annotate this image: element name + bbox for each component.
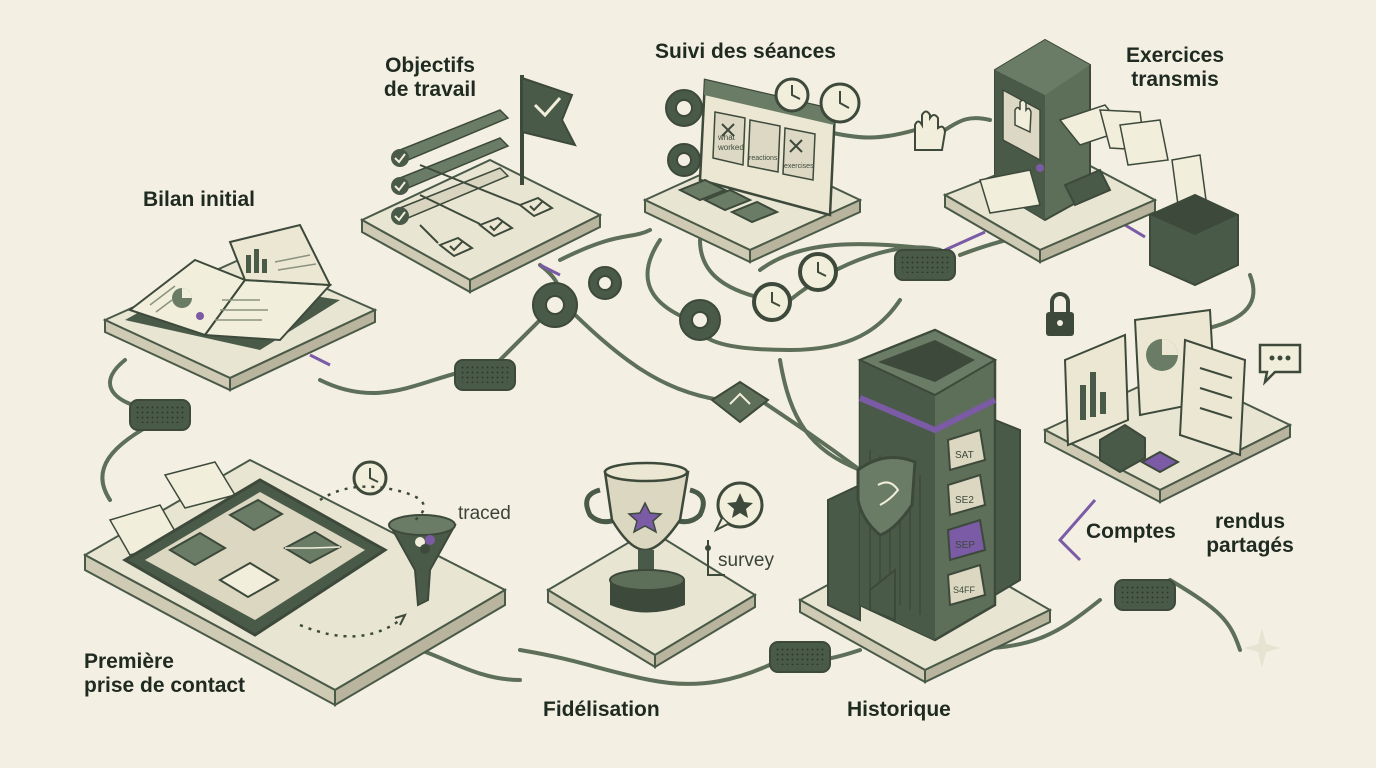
- label-line: Première: [84, 650, 174, 673]
- card-text: reactions: [749, 155, 778, 162]
- inbox-tray: [1149, 193, 1239, 287]
- label-rendus-partages: rendus partagés: [1190, 510, 1310, 558]
- label-line: rendus: [1214, 510, 1285, 533]
- sparkle-icon: [1244, 628, 1280, 668]
- module-blocks: [677, 178, 780, 224]
- book-icon: [125, 223, 340, 350]
- platform-objectifs: [359, 75, 603, 294]
- tower-slots: SAT SE2 SEP S4FF: [946, 428, 987, 607]
- label-suivi: Suivi des séances: [655, 40, 836, 63]
- progress-bars: [391, 109, 510, 225]
- checkbox-icon: [391, 177, 409, 195]
- label-exercices: Exercices transmis: [1105, 44, 1245, 92]
- label-premiere: Première prise de contact: [84, 650, 245, 698]
- hand-icon: [914, 110, 947, 151]
- label-line: Objectifs: [385, 54, 475, 77]
- label-historique: Historique: [847, 698, 951, 721]
- platform-historique: SAT SE2 SEP S4FF: [797, 328, 1053, 684]
- label-line: partagés: [1206, 534, 1294, 557]
- checkbox-icon: [391, 207, 409, 225]
- gear-icon: [532, 89, 721, 341]
- envelope-icon: [282, 530, 343, 565]
- platform-bilan-initial: [102, 223, 378, 392]
- platform-exercices: [942, 38, 1239, 287]
- label-objectifs: Objectifs de travail: [355, 54, 505, 102]
- label-line: de travail: [383, 78, 477, 101]
- shield-icon: [856, 456, 917, 537]
- server-tower-icon: [827, 328, 1021, 642]
- label-line: Exercices: [1125, 44, 1225, 67]
- browser-window: what worked reactions exercises: [698, 78, 837, 217]
- platform-fidelisation: [546, 461, 764, 669]
- label-traced: traced: [458, 503, 511, 524]
- label-survey: survey: [718, 550, 774, 571]
- platform-suivi: what worked reactions exercises: [642, 78, 863, 264]
- tablet-icon: [122, 478, 388, 637]
- chart-icon: [1063, 308, 1247, 474]
- trophy-icon: [584, 461, 706, 613]
- flag-icon: [520, 75, 577, 185]
- chat-bubble-icon: [1258, 343, 1302, 386]
- label-fidelisation: Fidélisation: [543, 698, 660, 721]
- slot-label: S4FF: [953, 585, 976, 595]
- platform-comptes-rendus: [1042, 292, 1302, 504]
- clock-icon: [352, 77, 861, 496]
- slot-label: SE2: [955, 495, 974, 506]
- funnel-icon: [388, 514, 457, 607]
- network-node-icon: [129, 249, 1176, 673]
- card-text: what: [717, 133, 736, 142]
- star-icon: [713, 481, 764, 533]
- label-bilan-initial: Bilan initial: [143, 188, 256, 211]
- platform-premiere-prise: [82, 458, 508, 707]
- label-line: transmis: [1131, 68, 1219, 91]
- phone-icon: [168, 498, 284, 567]
- label-line: prise de contact: [84, 674, 246, 697]
- card-text: exercises: [784, 163, 814, 170]
- checkbox-icon: [391, 149, 409, 167]
- lock-icon: [1046, 292, 1074, 336]
- slot-label: SAT: [955, 450, 974, 461]
- purple-connectors: [309, 223, 1146, 562]
- label-comptes: Comptes: [1086, 520, 1176, 543]
- card-text: worked: [717, 143, 744, 152]
- slot-label: SEP: [955, 540, 975, 551]
